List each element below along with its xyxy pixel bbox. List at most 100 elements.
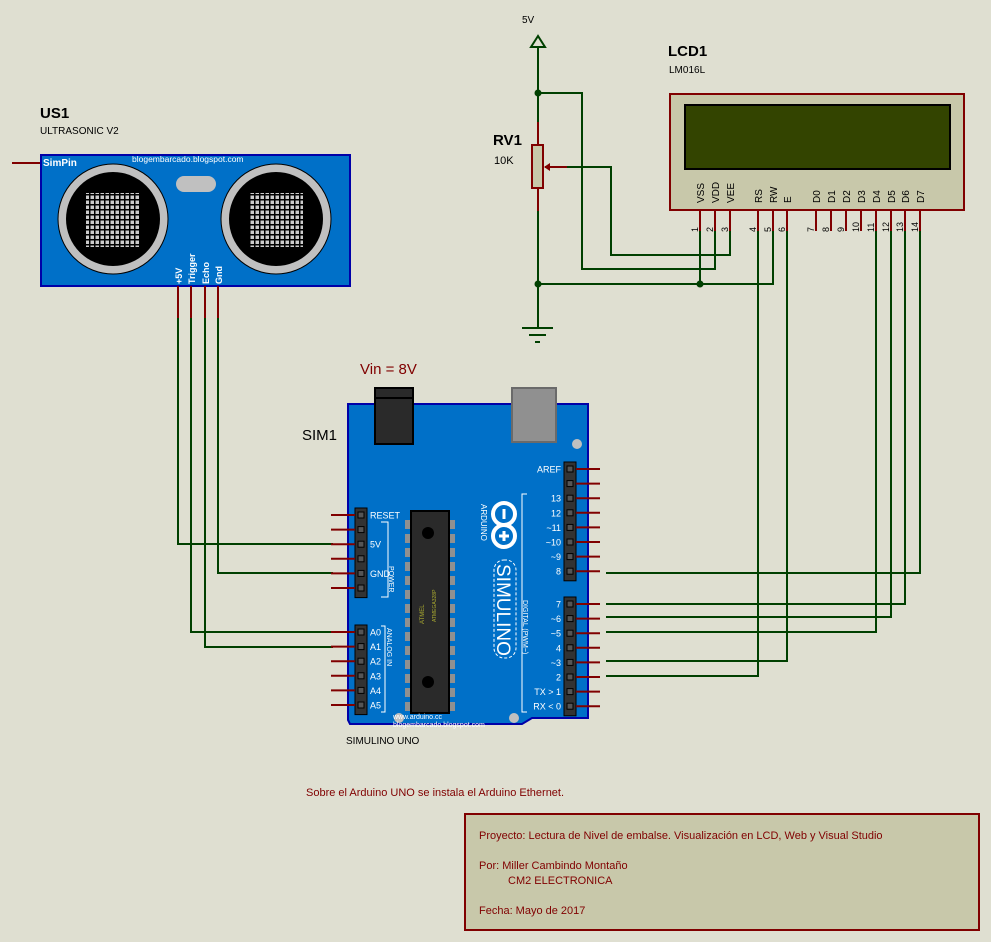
us1-crystal <box>176 176 216 192</box>
lcd1[interactable]: LCD1 LM016L VSS1VDD2VEE3RS4RW5E6D07D18D2… <box>668 43 965 232</box>
wire-vee[interactable] <box>567 166 731 256</box>
sim1-pin[interactable]: ~10 <box>546 538 600 548</box>
info-author: Por: Miller Cambindo Montaño <box>479 860 628 872</box>
wire-d6[interactable] <box>606 231 906 605</box>
info-company: CM2 ELECTRONICA <box>508 875 613 887</box>
sim1-pin[interactable]: ~11 <box>546 523 600 533</box>
pin-name: D4 <box>872 190 883 203</box>
pin-label: 5V <box>370 540 381 550</box>
pin-label: A0 <box>370 628 381 638</box>
us1-value: ULTRASONIC V2 <box>40 126 119 137</box>
mount-hole <box>572 439 582 449</box>
sim1-pin[interactable]: 8 <box>556 567 600 577</box>
pin-name: RW <box>769 186 780 203</box>
sim1-pin[interactable]: A2 <box>331 657 381 667</box>
sim1-pin[interactable]: ~6 <box>551 614 600 624</box>
lcd-pin-d0[interactable]: D0 7 <box>806 190 823 232</box>
us1-pin-echo[interactable]: Echo <box>201 261 211 318</box>
header-analog_pins <box>354 624 368 716</box>
sim1-pin[interactable]: RX < 0 <box>533 702 600 712</box>
sim1-pin[interactable]: AREF <box>537 465 600 475</box>
pin-number: 2 <box>705 227 715 232</box>
wire-trigger[interactable] <box>190 318 333 633</box>
pin-label: A1 <box>370 642 381 652</box>
us1-pin-trigger[interactable]: Trigger <box>187 253 197 318</box>
sim1-pin[interactable]: 12 <box>551 508 600 518</box>
pin-name: D6 <box>901 190 912 203</box>
lcd-pin-rs[interactable]: RS4 <box>748 189 765 232</box>
sim1-pin[interactable] <box>331 526 365 534</box>
sim1-pin[interactable] <box>566 480 600 488</box>
wire-vdd[interactable] <box>538 92 716 270</box>
pin-label: 13 <box>551 494 561 504</box>
sim1[interactable]: Vin = 8V SIM1 ATMEL ATMEGA328P ARDUINO S… <box>302 361 600 747</box>
wire-echo[interactable] <box>204 318 333 648</box>
power-arrow-icon <box>529 34 547 48</box>
note-text: Sobre el Arduino UNO se instala el Ardui… <box>306 787 564 799</box>
sim1-pin[interactable]: 4 <box>556 643 600 653</box>
us1-pin-5v[interactable]: +5V <box>174 268 184 318</box>
wire-e[interactable] <box>606 231 788 662</box>
sim1-value: SIMULINO UNO <box>346 736 420 747</box>
wire-d7[interactable] <box>606 231 921 574</box>
pin-number: 1 <box>690 227 700 232</box>
pin-number: 5 <box>763 227 773 232</box>
wire-5v-us1[interactable] <box>177 318 333 545</box>
wire-d4[interactable] <box>606 231 877 633</box>
pin-number: 7 <box>806 227 816 232</box>
wire-d5[interactable] <box>606 231 892 618</box>
sim1-pin[interactable]: 5V <box>331 540 381 550</box>
sim1-pin[interactable] <box>331 584 365 592</box>
pin-label: 2 <box>556 673 561 683</box>
us1-simpin-label: SimPin <box>43 158 77 169</box>
pin-label: AREF <box>537 465 562 475</box>
sim1-pin[interactable]: A5 <box>331 701 381 711</box>
atmega-chip: ATMEL ATMEGA328P <box>405 510 455 714</box>
lcd-pin-rw[interactable]: RW 5 <box>763 186 780 232</box>
header-digital_pins <box>563 596 577 717</box>
rv1[interactable]: RV1 10K <box>493 132 567 189</box>
sim1-pin[interactable]: A4 <box>331 686 381 696</box>
lcd1-value: LM016L <box>669 65 706 76</box>
power-terminal-5v[interactable]: 5V <box>522 15 547 48</box>
sim1-pin[interactable]: 13 <box>551 494 600 504</box>
pin-label: RX < 0 <box>533 702 561 712</box>
sim1-pin[interactable]: TX > 1 <box>534 687 600 697</box>
wire-rs[interactable] <box>606 231 759 677</box>
sim1-pin[interactable]: 7 <box>556 600 600 610</box>
sim1-pin[interactable]: A0 <box>331 628 381 638</box>
sim1-pin[interactable]: ~5 <box>551 629 600 639</box>
usb-connector <box>511 387 557 443</box>
pin-label: Echo <box>201 261 211 284</box>
wiper-arrow-icon <box>544 163 550 171</box>
sim1-pin[interactable]: 2 <box>556 673 600 683</box>
us1-pin-gnd[interactable]: Gnd <box>214 266 224 318</box>
wire-gnd-us1[interactable] <box>217 318 333 574</box>
sim1-pin[interactable]: GND <box>331 569 391 579</box>
wire-rw-gnd[interactable] <box>538 231 774 285</box>
us1[interactable]: US1 ULTRASONIC V2 SimPin blogembarcado.b… <box>12 105 351 318</box>
sim1-pin[interactable] <box>331 555 365 563</box>
sim1-pin[interactable]: ~3 <box>551 658 600 668</box>
sim1-pin[interactable]: A3 <box>331 671 381 681</box>
pin-label: ~6 <box>551 614 561 624</box>
sim1-pin[interactable]: ~9 <box>551 552 600 562</box>
pin-name: D0 <box>812 190 823 203</box>
lcd-pin-d1[interactable]: D18 <box>821 190 838 232</box>
lcd-pin-d2[interactable]: D29 <box>836 190 853 232</box>
sim1-pin[interactable]: A1 <box>331 642 381 652</box>
lcd-pin-e[interactable]: E6 <box>777 196 794 232</box>
analog-label: ANALOG IN <box>385 628 392 666</box>
sim1-pin[interactable]: RESET <box>331 511 401 521</box>
rv1-value: 10K <box>494 155 514 167</box>
arduino-logo-icon <box>491 501 517 549</box>
